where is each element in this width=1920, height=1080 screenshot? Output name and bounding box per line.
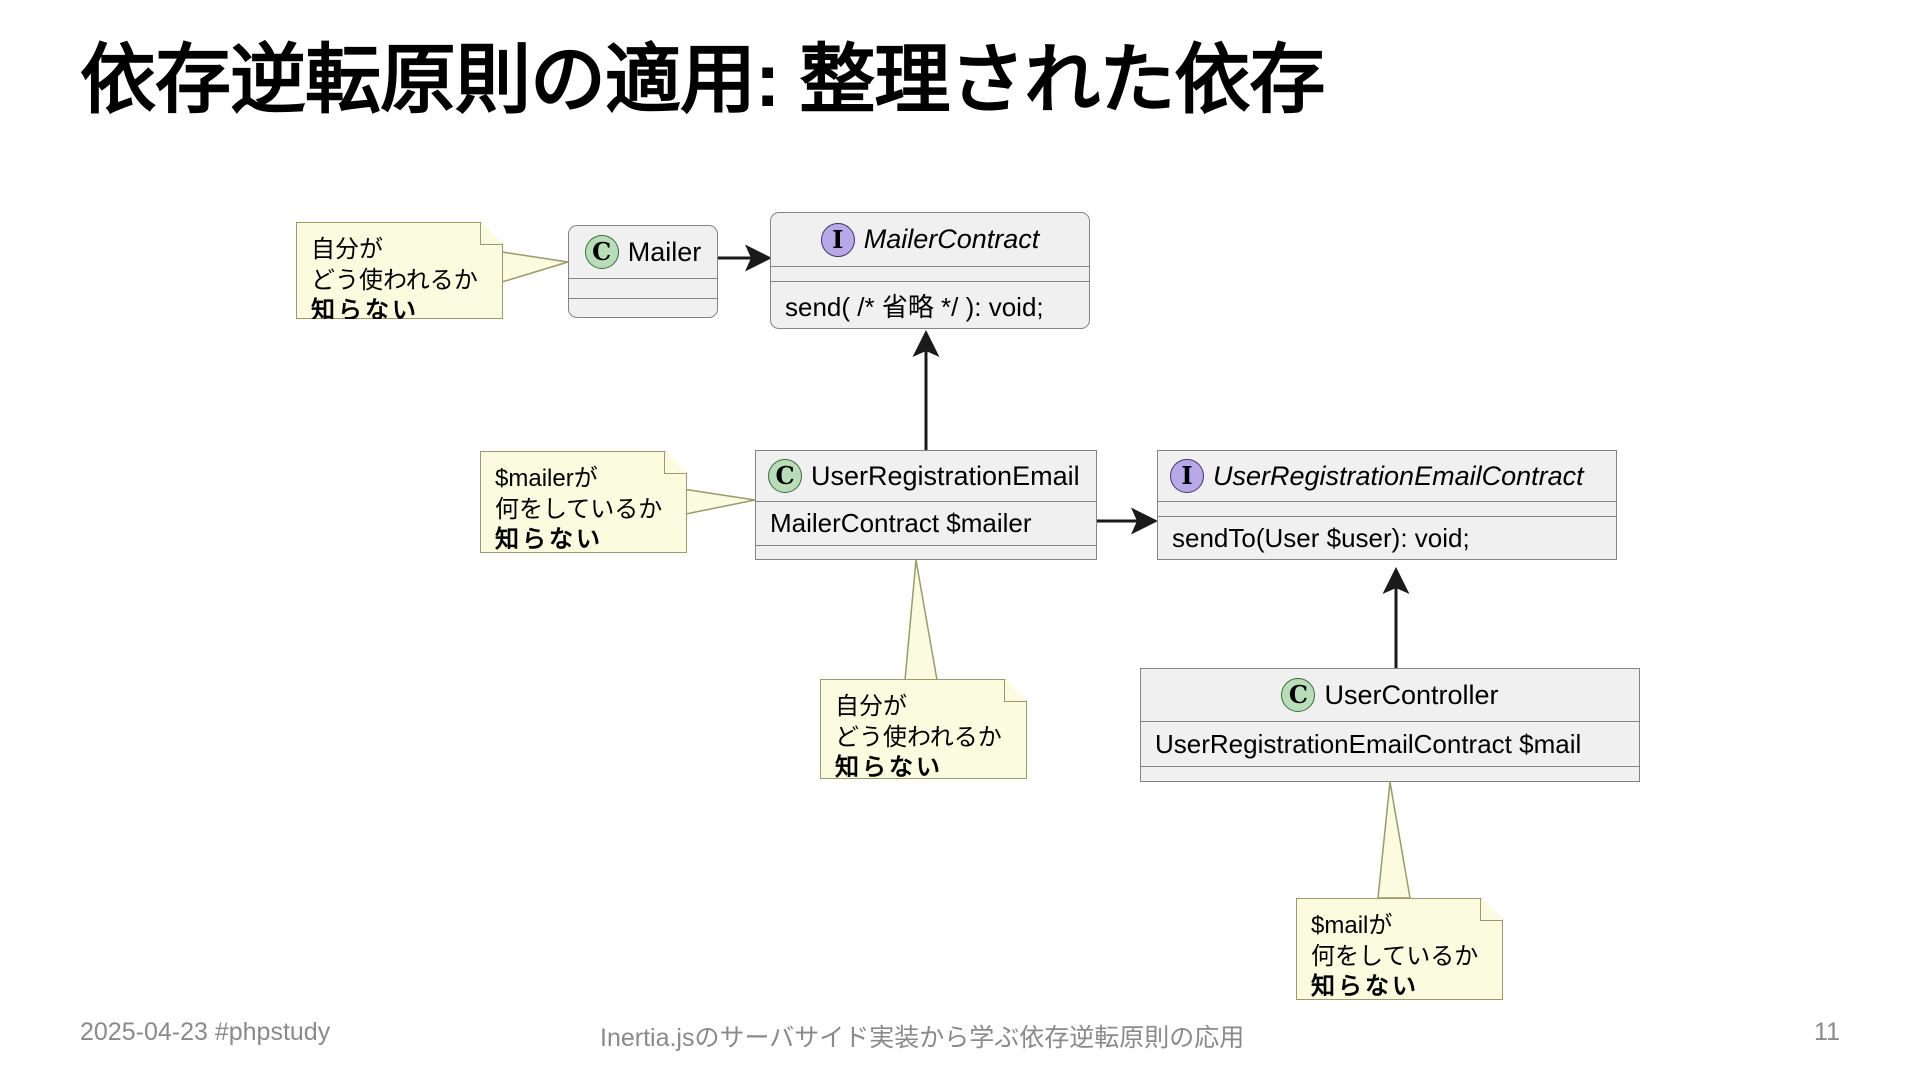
page-title: 依存逆転原則の適用: 整理された依存 (80, 38, 1325, 123)
uml-separator (569, 278, 717, 279)
uml-interface-mailercontract-method: send( /* 省略 */ ): void; (785, 292, 1044, 322)
note-line: 知らない (1311, 973, 1419, 1001)
uml-separator (1158, 501, 1616, 502)
note-userregistrationemail-mailer[interactable]: $mailerが 何をしているか 知らない (480, 451, 687, 553)
uml-class-mailer[interactable]: C Mailer (568, 225, 718, 318)
uml-separator (1141, 721, 1639, 722)
note-line: $mailerが (495, 465, 598, 492)
uml-class-usercontroller-header: C UserController (1141, 669, 1639, 721)
uml-class-mailer-methods (569, 299, 717, 318)
note-line: $mailが (1311, 912, 1393, 939)
footer-page-number: 11 (1814, 1018, 1840, 1046)
note-line: 知らない (311, 297, 419, 325)
note-leader-mailer (501, 251, 569, 284)
note-usercontroller-mail[interactable]: $mailが 何をしているか 知らない (1296, 898, 1503, 1000)
class-badge-icon: C (1281, 678, 1316, 712)
uml-class-userregistrationemail-header: C UserRegistrationEmail (756, 451, 1096, 501)
uml-class-usercontroller-name: UserController (1324, 679, 1499, 710)
note-line: どう使われるか (835, 723, 1002, 751)
class-badge-icon: C (768, 459, 802, 493)
uml-interface-mailercontract-name: MailerContract (863, 224, 1040, 254)
note-userregistrationemail-usage[interactable]: 自分が どう使われるか 知らない (820, 679, 1027, 779)
note-leader-userregistrationemail (675, 487, 756, 517)
note-line: 知らない (835, 754, 943, 782)
uml-separator (756, 501, 1096, 502)
uml-interface-userregistrationemailcontract-attributes (1158, 502, 1616, 516)
uml-class-mailer-header: C Mailer (569, 226, 717, 278)
uml-class-usercontroller-methods (1141, 767, 1639, 781)
uml-class-userregistrationemail-name: UserRegistrationEmail (811, 460, 1080, 491)
uml-class-usercontroller-attribute: UserRegistrationEmailContract $mail (1155, 728, 1582, 759)
uml-separator (1141, 766, 1639, 767)
note-fold-icon (480, 223, 502, 245)
note-fold-icon (1004, 680, 1026, 702)
uml-interface-mailercontract[interactable]: I MailerContract send( /* 省略 */ ): void; (770, 212, 1090, 329)
note-fold-icon (664, 452, 686, 474)
uml-separator (569, 298, 717, 299)
note-line: 何をしているか (1311, 942, 1479, 970)
footer-date-hashtag: 2025-04-23 #phpstudy (80, 1018, 331, 1046)
uml-interface-mailercontract-header: I MailerContract (771, 213, 1089, 266)
interface-badge-icon: I (1170, 459, 1204, 493)
note-line: 自分が (835, 693, 907, 720)
uml-interface-mailercontract-attributes (771, 267, 1089, 281)
note-line: 自分が (311, 236, 383, 263)
uml-interface-userregistrationemailcontract-name: UserRegistrationEmailContract (1213, 460, 1584, 491)
note-leader-userregistrationemail-usage (904, 559, 938, 681)
note-line: 何をしているか (495, 495, 663, 523)
uml-class-mailer-attributes (569, 279, 717, 298)
uml-class-mailer-name: Mailer (627, 236, 702, 267)
uml-interface-userregistrationemailcontract[interactable]: I UserRegistrationEmailContract sendTo(U… (1157, 450, 1617, 560)
uml-class-userregistrationemail[interactable]: C UserRegistrationEmail MailerContract $… (755, 450, 1097, 560)
interface-badge-icon: I (820, 222, 855, 257)
uml-interface-userregistrationemailcontract-header: I UserRegistrationEmailContract (1158, 451, 1616, 501)
footer-deck-title: Inertia.jsのサーバサイド実装から学ぶ依存逆転原則の応用 (600, 1024, 1245, 1052)
uml-separator (771, 266, 1089, 267)
uml-separator (771, 281, 1089, 282)
note-line: どう使われるか (311, 266, 478, 294)
uml-separator (756, 545, 1096, 546)
class-badge-icon: C (584, 235, 619, 269)
note-line: 知らない (495, 526, 603, 554)
uml-class-userregistrationemail-attribute: MailerContract $mailer (770, 508, 1032, 538)
uml-class-userregistrationemail-methods (756, 546, 1096, 560)
uml-interface-userregistrationemailcontract-method: sendTo(User $user): void; (1172, 523, 1470, 553)
uml-separator (1158, 516, 1616, 517)
uml-class-usercontroller[interactable]: C UserController UserRegistrationEmailCo… (1140, 668, 1640, 782)
note-mailer[interactable]: 自分が どう使われるか 知らない (296, 222, 503, 319)
note-fold-icon (1480, 899, 1502, 921)
note-leader-usercontroller (1377, 781, 1411, 899)
slide-footer: 2025-04-23 #phpstudy Inertia.jsのサーバサイド実装… (0, 1018, 1920, 1052)
